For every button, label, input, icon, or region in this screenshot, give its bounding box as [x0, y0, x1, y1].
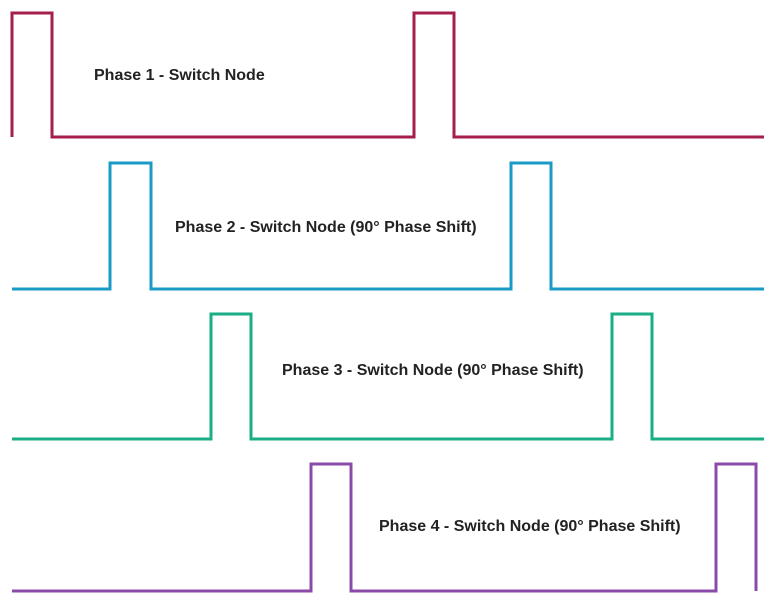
phase-2-label: Phase 2 - Switch Node (90° Phase Shift) — [175, 219, 477, 236]
phase-4-label: Phase 4 - Switch Node (90° Phase Shift) — [379, 518, 681, 535]
phase-3-waveform — [12, 312, 764, 441]
phase-3-label: Phase 3 - Switch Node (90° Phase Shift) — [282, 362, 584, 379]
phase-1-waveform — [10, 11, 764, 139]
phase-1-label: Phase 1 - Switch Node — [94, 67, 265, 84]
phase-4-waveform — [12, 462, 758, 593]
phase-2-waveform — [12, 161, 764, 291]
